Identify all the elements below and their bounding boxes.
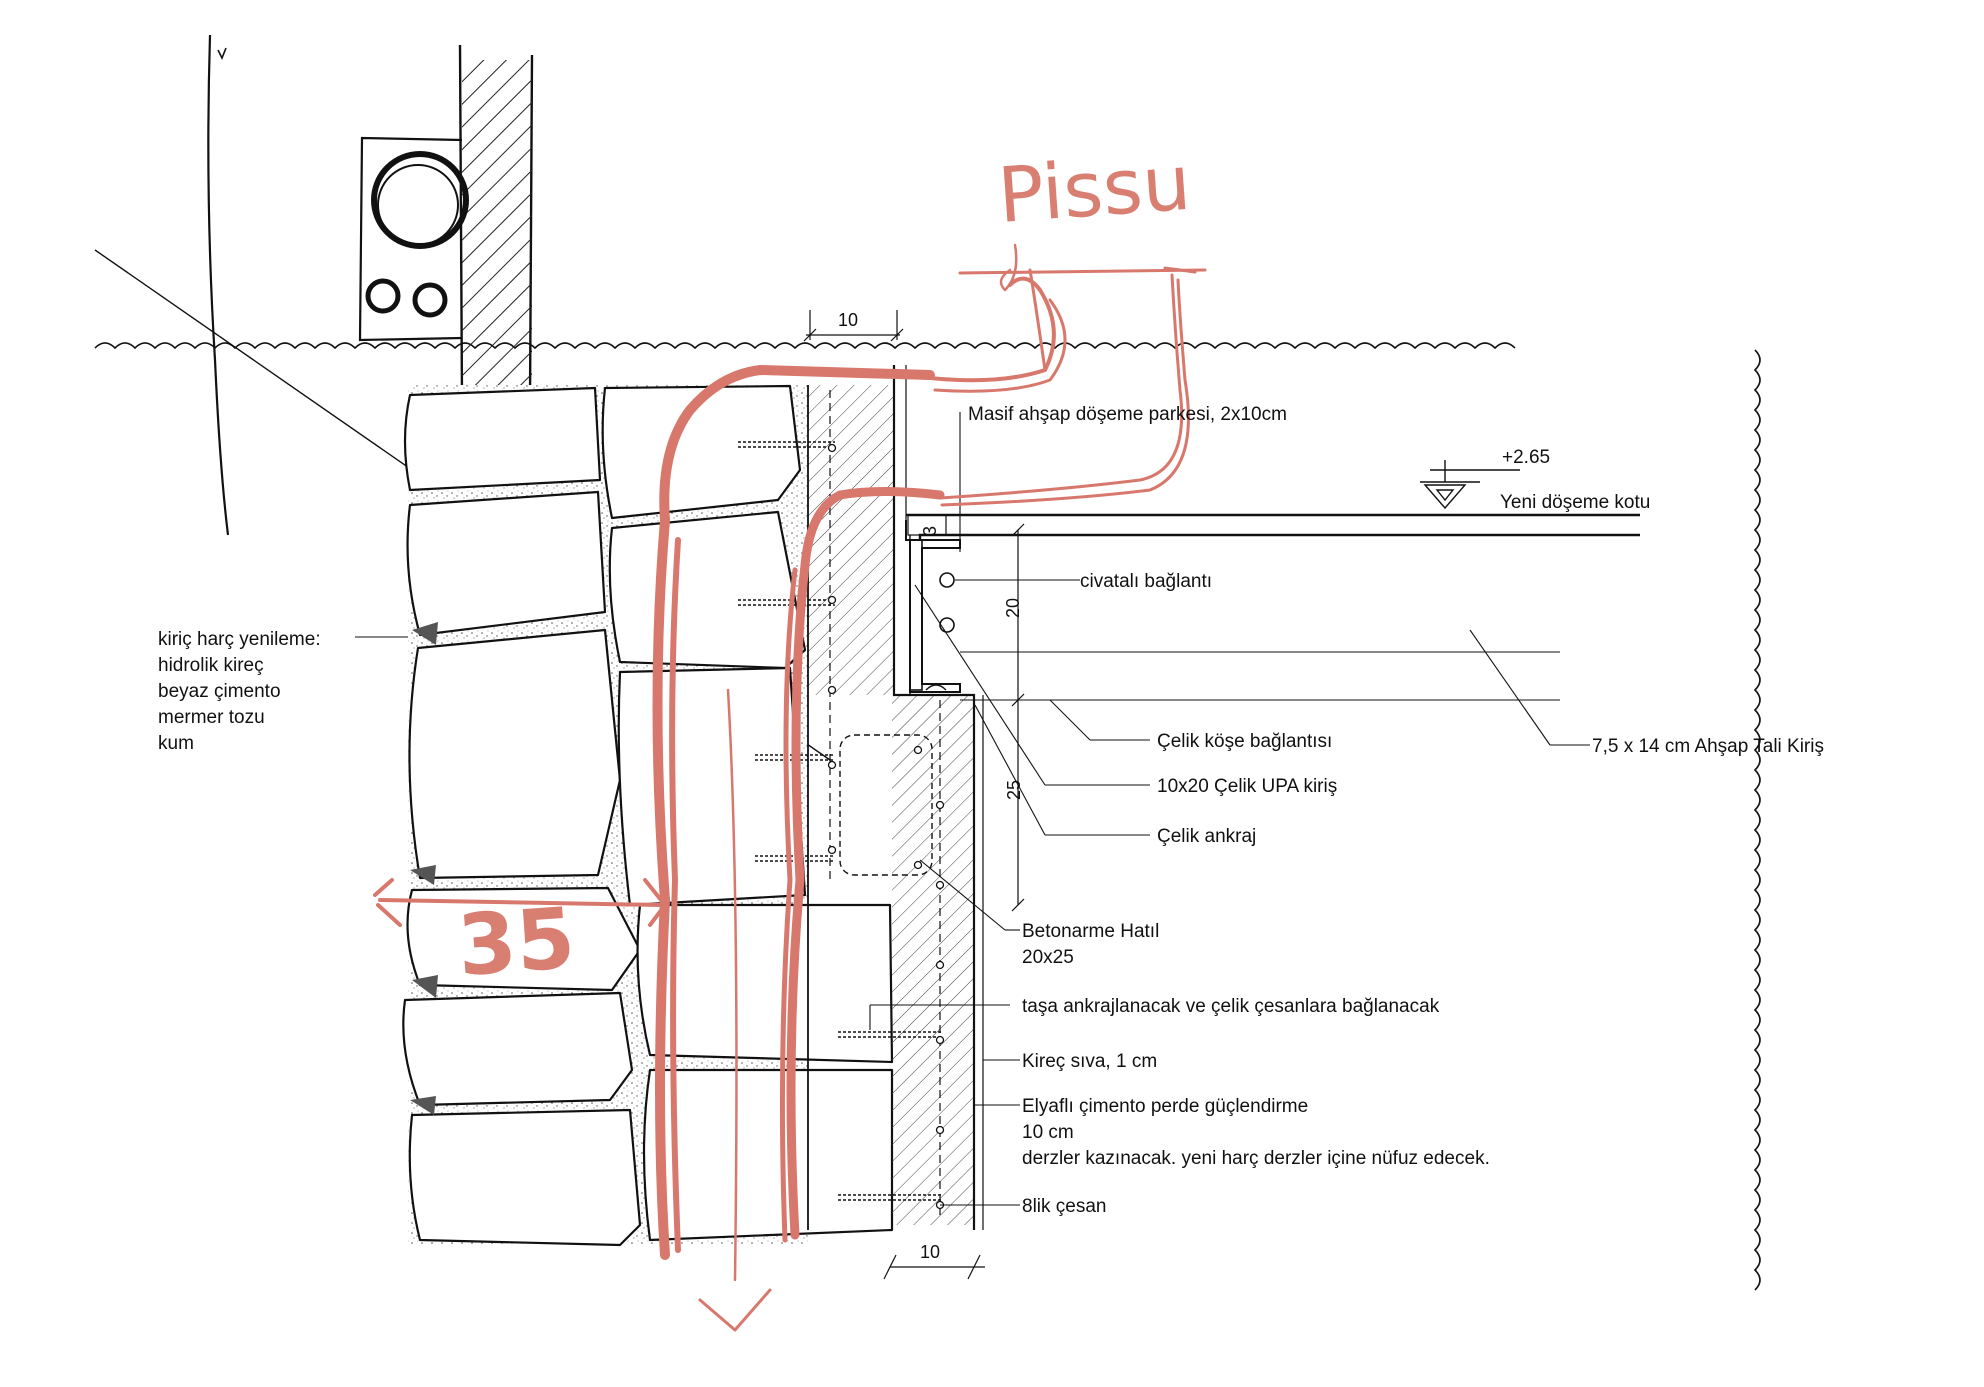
label-parquet: Masif ahşap döşeme parkesi, 2x10cm xyxy=(968,404,1287,425)
dim-top-10: 10 xyxy=(838,310,858,330)
label-stone-anchor: taşa ankrajlanacak ve çelik çesanlara ba… xyxy=(1022,996,1440,1017)
stone-wall xyxy=(402,384,894,1247)
label-timber-joist: 7,5 x 14 cm Ahşap Tali Kiriş xyxy=(1592,736,1824,757)
dim-bottom-10: 10 xyxy=(920,1242,940,1262)
label-mortar-1: kiriç harç yenileme: xyxy=(158,629,321,650)
break-line-top xyxy=(94,342,1516,350)
label-mortar-4: mermer tozu xyxy=(158,707,265,728)
label-bolted-connection: civatalı bağlantı xyxy=(1080,571,1212,592)
break-line-right xyxy=(1753,349,1761,1291)
label-upa-beam: 10x20 Çelik UPA kiriş xyxy=(1157,776,1337,797)
label-mortar-5: kum xyxy=(158,733,194,754)
label-mortar-3: beyaz çimento xyxy=(158,681,281,702)
label-fiber-1: Elyaflı çimento perde güçlendirme xyxy=(1022,1096,1308,1117)
dim-20: 20 xyxy=(1003,598,1023,618)
leader-lines xyxy=(355,412,1590,1206)
label-fiber-3: derzler kazınacak. yeni harç derzler içi… xyxy=(1022,1148,1490,1169)
label-rc-tie-2: 20x25 xyxy=(1022,947,1074,968)
handwritten-pissu: Pissu xyxy=(995,138,1193,240)
level-label: Yeni döşeme kotu xyxy=(1500,492,1650,513)
label-lime-plaster: Kireç sıva, 1 cm xyxy=(1022,1051,1157,1072)
label-rc-tie-1: Betonarme Hatıl xyxy=(1022,921,1159,942)
dimension-lines xyxy=(803,310,1025,1280)
sketch-overlay xyxy=(373,243,1207,1332)
label-rebar: 8lik çesan xyxy=(1022,1196,1107,1217)
label-steel-angle: Çelik köşe bağlantısı xyxy=(1157,731,1332,752)
label-mortar-2: hidrolik kireç xyxy=(158,655,264,676)
dim-3: 3 xyxy=(920,526,940,536)
dim-25: 25 xyxy=(1004,780,1024,800)
level-marker xyxy=(1420,460,1520,510)
handwritten-35: 35 xyxy=(455,889,578,995)
label-steel-anchor: Çelik ankraj xyxy=(1157,826,1256,847)
label-fiber-2: 10 cm xyxy=(1022,1122,1074,1143)
fiber-cement-jacket xyxy=(738,365,984,1230)
level-value: +2.65 xyxy=(1502,447,1550,468)
